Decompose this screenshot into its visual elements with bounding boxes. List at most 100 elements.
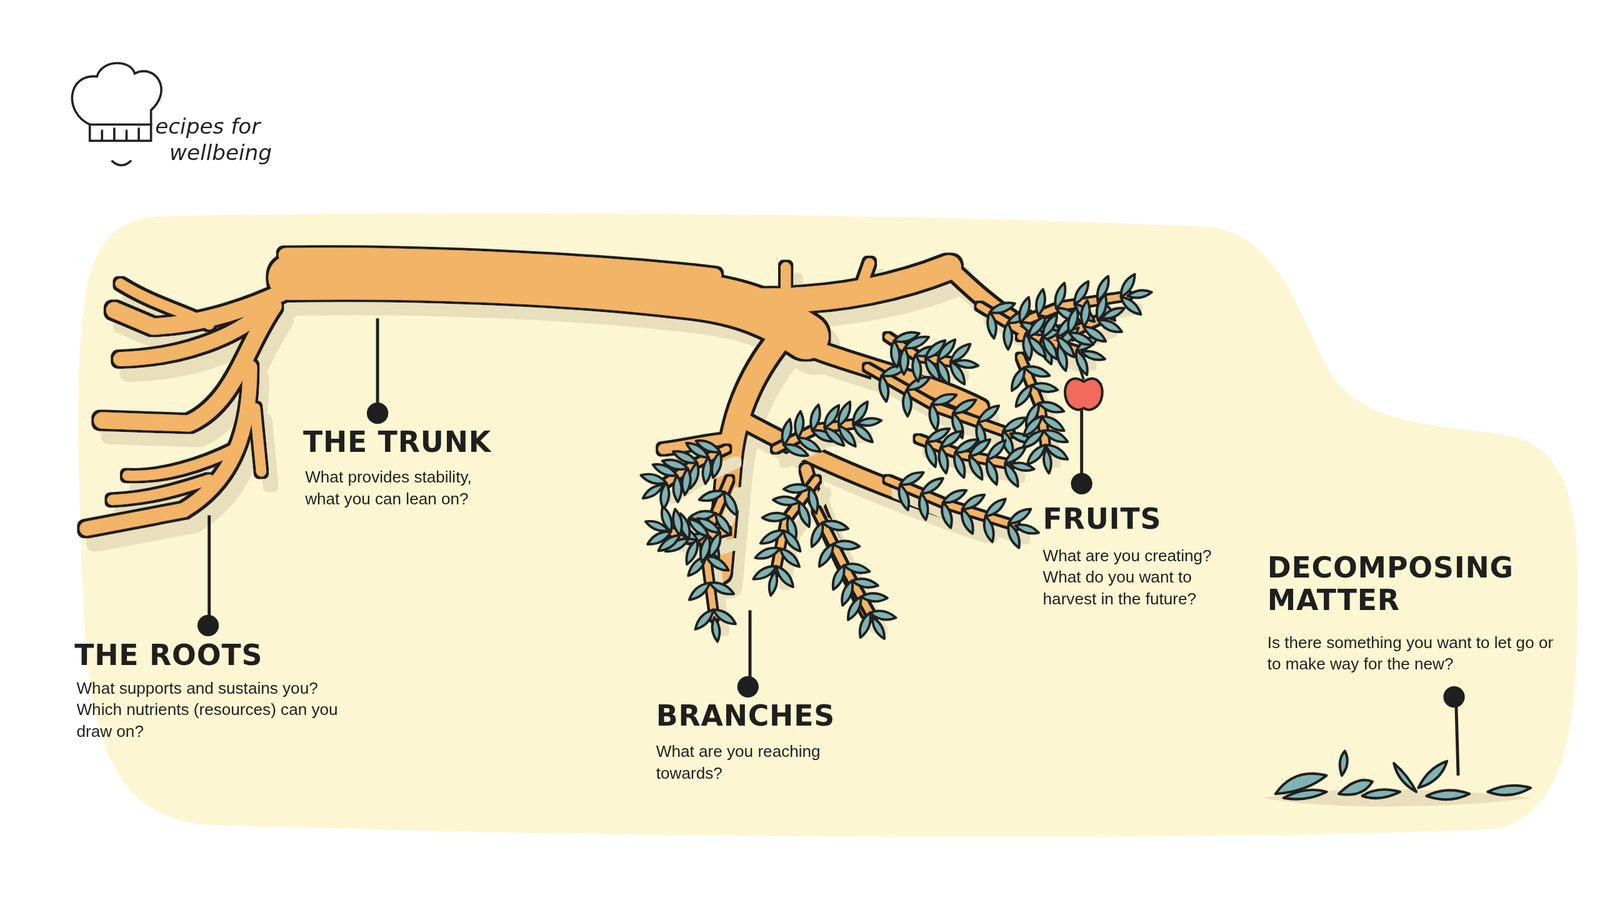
leaf [1014, 521, 1040, 536]
leaf [960, 491, 987, 513]
leaf [720, 490, 740, 518]
part-question: Is there something you want to let go or… [1267, 632, 1564, 675]
leaf [640, 481, 665, 502]
leaf [767, 570, 780, 597]
decomposing-leaves [1263, 751, 1531, 807]
leaf [1080, 348, 1107, 363]
leader-line [1080, 410, 1084, 478]
leaf [917, 493, 930, 521]
leaf [710, 616, 722, 642]
leaf [922, 440, 939, 469]
leaf [927, 403, 940, 431]
leader-dot [368, 404, 387, 423]
leaf [902, 389, 912, 417]
part-heading: BRANCHES [656, 700, 922, 734]
leaf [832, 540, 860, 551]
leaf [772, 495, 800, 507]
leaf [851, 576, 879, 590]
leader-line [376, 318, 380, 409]
leaf [808, 403, 823, 432]
leader-line [748, 610, 752, 682]
trunk-top-edge [285, 255, 715, 276]
leaf [981, 515, 997, 543]
leader-line [1456, 704, 1459, 776]
branch [704, 267, 950, 301]
background-blob [78, 213, 1578, 837]
branch [795, 341, 980, 409]
leaf [1034, 288, 1047, 317]
logo-hat [71, 63, 162, 166]
leaf [701, 456, 713, 485]
leaf [951, 396, 979, 417]
leaf [975, 402, 1002, 426]
leaf [795, 500, 813, 529]
leaf [1003, 323, 1013, 350]
leaf [793, 411, 805, 439]
leaf [869, 615, 888, 641]
leader-lines [198, 318, 1464, 775]
root [127, 448, 235, 476]
leaf [783, 483, 811, 494]
leaf [780, 418, 795, 446]
leaf [708, 579, 736, 598]
apple [1065, 367, 1103, 410]
part-question: What are you reaching towards? [656, 741, 850, 785]
leaf [843, 561, 871, 576]
root [120, 283, 210, 325]
part-question: What provides stability, what you can le… [305, 467, 510, 510]
leaf [911, 354, 923, 382]
leaf [1037, 399, 1065, 416]
leaf [1100, 305, 1126, 322]
leaf [983, 458, 1000, 486]
leaf [1126, 288, 1152, 300]
leader-line [207, 515, 211, 620]
leaf [758, 526, 787, 547]
leaf [984, 437, 1009, 463]
leaf [644, 518, 670, 534]
leaf [860, 592, 888, 602]
logo-text: ecipes for [155, 116, 278, 138]
leaf [1041, 426, 1070, 446]
twig [816, 510, 873, 617]
leaf [965, 454, 986, 482]
part-heading: THE ROOTS [74, 640, 340, 674]
leaf [671, 508, 684, 536]
root [112, 479, 210, 500]
part-heading: DECOMPOSING MATTER [1267, 551, 1535, 618]
leaf [761, 512, 789, 522]
leaf [958, 507, 977, 535]
logo-text: wellbeing [169, 143, 292, 165]
leaf [686, 580, 713, 604]
leaf [1065, 306, 1081, 334]
leaf [988, 300, 1017, 317]
leaf [856, 416, 882, 427]
leaf [898, 468, 926, 489]
part-heading: FRUITS [1043, 503, 1248, 537]
leader-dot [738, 677, 757, 696]
leader-dot [198, 616, 217, 635]
leaf [844, 595, 865, 622]
leaf [982, 495, 1009, 520]
leaf [1079, 300, 1092, 328]
leaf [930, 391, 958, 409]
leaf [938, 501, 955, 529]
leaf [821, 518, 849, 534]
leaf [673, 475, 682, 503]
leaf [985, 311, 999, 340]
leaf [698, 488, 726, 504]
leaf [698, 535, 713, 563]
branch-stub [856, 263, 870, 299]
leaf [936, 446, 950, 474]
leaf [856, 611, 874, 639]
root [255, 408, 262, 472]
leaf [753, 544, 782, 562]
leaves [640, 271, 1153, 642]
leaf [877, 375, 890, 403]
leaf [953, 358, 979, 370]
leaf [1016, 296, 1033, 324]
leader-dot [1072, 474, 1091, 493]
leaf [951, 451, 968, 479]
leaf [1030, 381, 1059, 394]
leaf [1042, 448, 1053, 474]
